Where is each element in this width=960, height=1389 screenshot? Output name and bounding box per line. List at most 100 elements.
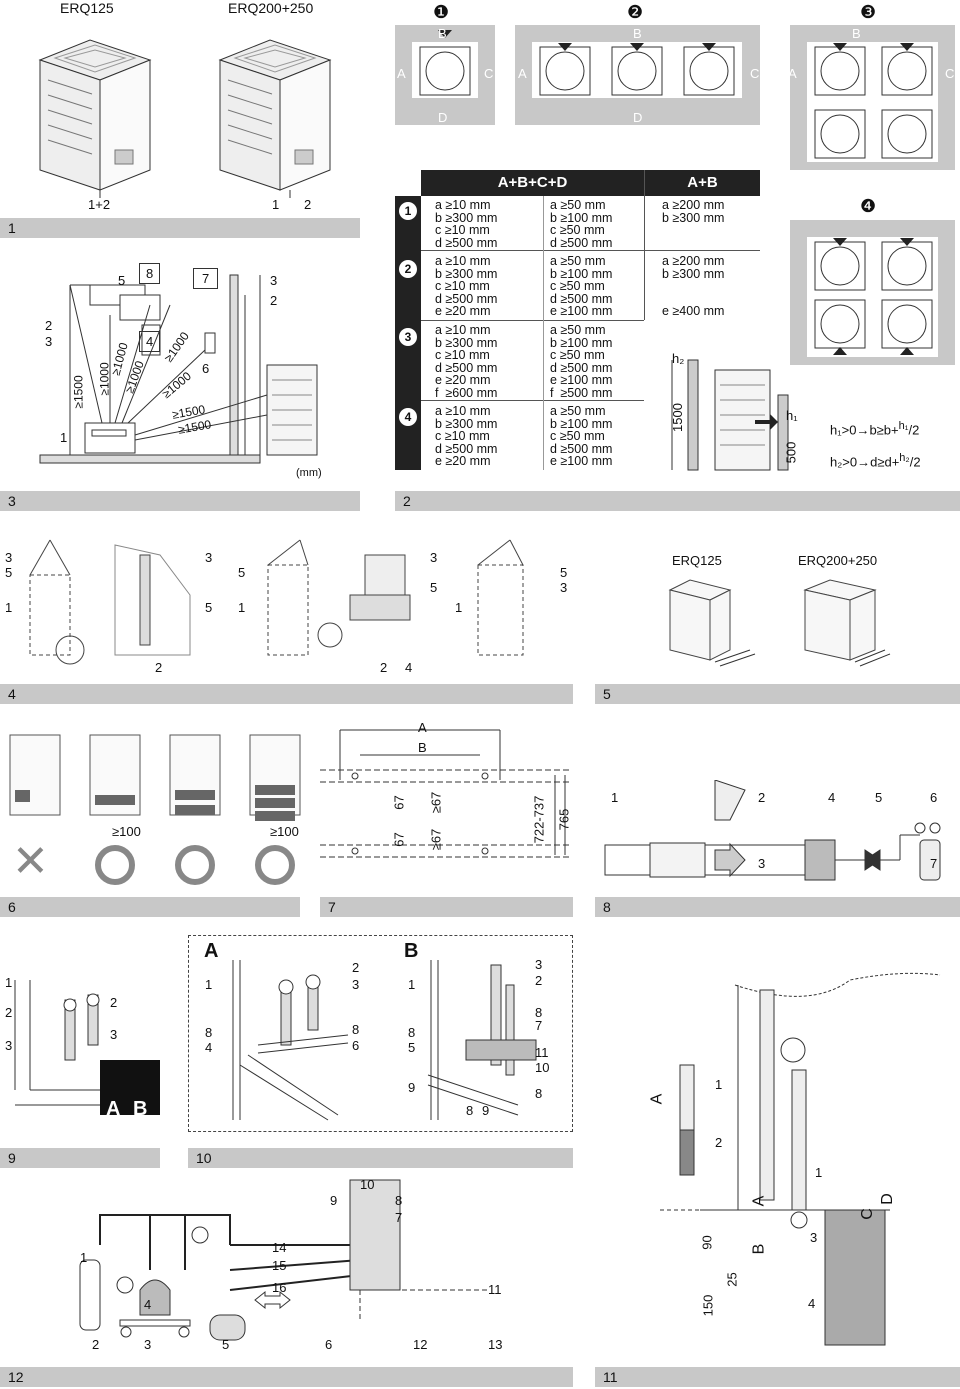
fig10a-num-1: 1 bbox=[205, 977, 213, 992]
height-h1: h₁ bbox=[786, 408, 798, 423]
fig1-num-8: 8 bbox=[139, 263, 161, 284]
section-bar-12: 12 bbox=[0, 1367, 573, 1387]
layout3-letter-D: D bbox=[865, 167, 875, 182]
fig12-num-6: 6 bbox=[325, 1337, 333, 1352]
lift-num-3a: 3 bbox=[5, 550, 13, 565]
lift-num-3b: 3 bbox=[205, 550, 213, 565]
fig11-num-4: 4 bbox=[808, 1296, 816, 1311]
layout3-letter-C: C bbox=[945, 66, 955, 81]
lift-num-3c: 3 bbox=[430, 550, 438, 565]
piping-detail-frame bbox=[188, 935, 573, 1132]
fig1-dim-1500-left: ≥1500 bbox=[71, 375, 86, 409]
layout1-letter-A: A bbox=[397, 66, 406, 81]
lift-num-3d: 3 bbox=[560, 580, 568, 595]
model-label-erq200: ERQ200+250 bbox=[228, 0, 314, 16]
fig12-num-12: 12 bbox=[413, 1337, 428, 1352]
fig6-A: A bbox=[106, 1098, 121, 1120]
layout1-letter-B: B bbox=[438, 26, 447, 41]
fig10-B: B bbox=[404, 940, 419, 962]
fig5-B: B bbox=[418, 740, 427, 755]
fig6-num-2b: 2 bbox=[110, 995, 118, 1010]
layout1-letter-D: D bbox=[438, 110, 448, 125]
transport-label-erq200: ERQ200+250 bbox=[798, 553, 878, 568]
fig1-num-2b: 2 bbox=[45, 318, 53, 333]
fig1-num-4: 4 bbox=[139, 331, 161, 352]
layout-head-3: ❸ bbox=[860, 2, 877, 22]
fig10a-num-2: 2 bbox=[352, 960, 360, 975]
fig12-num-10: 10 bbox=[360, 1177, 375, 1192]
refrigerant-charging-diagram bbox=[79, 1179, 490, 1341]
fig8-num-4: 4 bbox=[828, 790, 836, 805]
fig8-num-5: 5 bbox=[875, 790, 883, 805]
clearance-table: A+B+C+D A+B 1 2 3 4 a ≥10 mm b ≥300 mm c… bbox=[395, 170, 760, 470]
fig10a-num-6: 6 bbox=[352, 1038, 360, 1053]
fig5-dim-67c: 67 bbox=[391, 832, 407, 847]
section-bar-7: 7 bbox=[320, 897, 573, 917]
fig6-num-2a: 2 bbox=[5, 1005, 13, 1020]
fig12-num-11: 11 bbox=[488, 1282, 502, 1297]
clearance-diagram bbox=[39, 274, 318, 464]
section-bar-2: 2 bbox=[395, 491, 960, 511]
fig1-label-2: 2 bbox=[304, 197, 312, 212]
pallet-ok-icon-2 bbox=[175, 845, 215, 885]
section-bar-11: 11 bbox=[595, 1367, 960, 1387]
foundation-dimension-drawing bbox=[320, 729, 570, 858]
fig12-num-1: 1 bbox=[80, 1250, 88, 1265]
fig11-num-1b: 1 bbox=[815, 1165, 823, 1180]
fig10a-num-4: 4 bbox=[205, 1040, 213, 1055]
fig11-dim-90: 90 bbox=[699, 1235, 715, 1250]
fig12-num-13: 13 bbox=[488, 1337, 503, 1352]
pallet-dim-100-a: ≥100 bbox=[112, 824, 141, 839]
fig1-label-1: 1 bbox=[272, 197, 280, 212]
layout-head-1: ❶ bbox=[433, 2, 450, 22]
fig10a-num-8b: 8 bbox=[352, 1022, 360, 1037]
fig1-num-5: 5 bbox=[118, 273, 126, 288]
table-row-num-3: 3 bbox=[399, 328, 417, 346]
trap-height-diagram bbox=[660, 972, 941, 1346]
fig10b-num-10: 10 bbox=[535, 1060, 550, 1075]
table-row-num-1: 1 bbox=[399, 202, 417, 220]
fig5-dim-67a: 67 bbox=[391, 795, 407, 810]
fig8-num-2: 2 bbox=[758, 790, 766, 805]
fig10b-num-5: 5 bbox=[408, 1040, 416, 1055]
layout2-letter-D: D bbox=[633, 110, 643, 125]
table-r1-c3: a ≥200 mm b ≥300 mm bbox=[662, 198, 725, 225]
formula-1: h₁>0→b≥b+h₁/2 bbox=[830, 420, 920, 438]
layout2-letter-C: C bbox=[750, 66, 760, 81]
table-row-num-2: 2 bbox=[399, 260, 417, 278]
fig10b-num-8c: 8 bbox=[535, 1086, 543, 1101]
fig1-num-2: 2 bbox=[270, 293, 278, 308]
table-r3-c2: a ≥50 mm b ≥100 mm c ≥50 mm d ≥500 mm e … bbox=[550, 323, 613, 400]
fig1-num-7: 7 bbox=[193, 268, 219, 289]
fig11-B: B bbox=[750, 1243, 768, 1255]
fig6-B: B bbox=[133, 1098, 148, 1120]
fig10a-num-3: 3 bbox=[352, 977, 360, 992]
fig12-num-4: 4 bbox=[144, 1297, 152, 1312]
outdoor-units-illustration bbox=[38, 39, 332, 198]
table-row-num-4: 4 bbox=[399, 408, 417, 426]
table-r1-c2: a ≥50 mm b ≥100 mm c ≥50 mm d ≥500 mm bbox=[550, 198, 613, 250]
fig5-dim-765: 765 bbox=[556, 808, 572, 831]
layout-diagram-4 bbox=[790, 220, 955, 365]
fig10b-num-8a: 8 bbox=[535, 1005, 543, 1020]
fig10-A: A bbox=[204, 940, 219, 962]
section-bar-9: 9 bbox=[0, 1148, 160, 1168]
table-r2-c2: a ≥50 mm b ≥100 mm c ≥50 mm d ≥500 mm e … bbox=[550, 254, 613, 318]
layout-diagrams bbox=[395, 25, 955, 170]
fig1-num-3b: 3 bbox=[45, 334, 53, 349]
fig5-dim-722-737: 722-737 bbox=[531, 795, 547, 844]
transport-label-erq125: ERQ125 bbox=[672, 553, 722, 568]
piping-detail-drawings bbox=[232, 960, 537, 1121]
fig10b-num-11: 11 bbox=[535, 1045, 549, 1060]
stop-valve-detail bbox=[14, 980, 160, 1115]
fig11-D: D bbox=[878, 1193, 896, 1205]
fig12-num-5: 5 bbox=[222, 1337, 230, 1352]
pallet-wrong-icon: ✕ bbox=[12, 837, 49, 886]
lift-num-4: 4 bbox=[405, 660, 413, 675]
model-label-erq125: ERQ125 bbox=[60, 0, 114, 16]
height-dim-500: 500 bbox=[783, 441, 799, 464]
section-bar-4: 4 bbox=[0, 684, 573, 704]
fig12-num-8: 8 bbox=[395, 1193, 403, 1208]
fig10b-num-9b: 9 bbox=[482, 1103, 490, 1118]
fig12-num-2: 2 bbox=[92, 1337, 100, 1352]
